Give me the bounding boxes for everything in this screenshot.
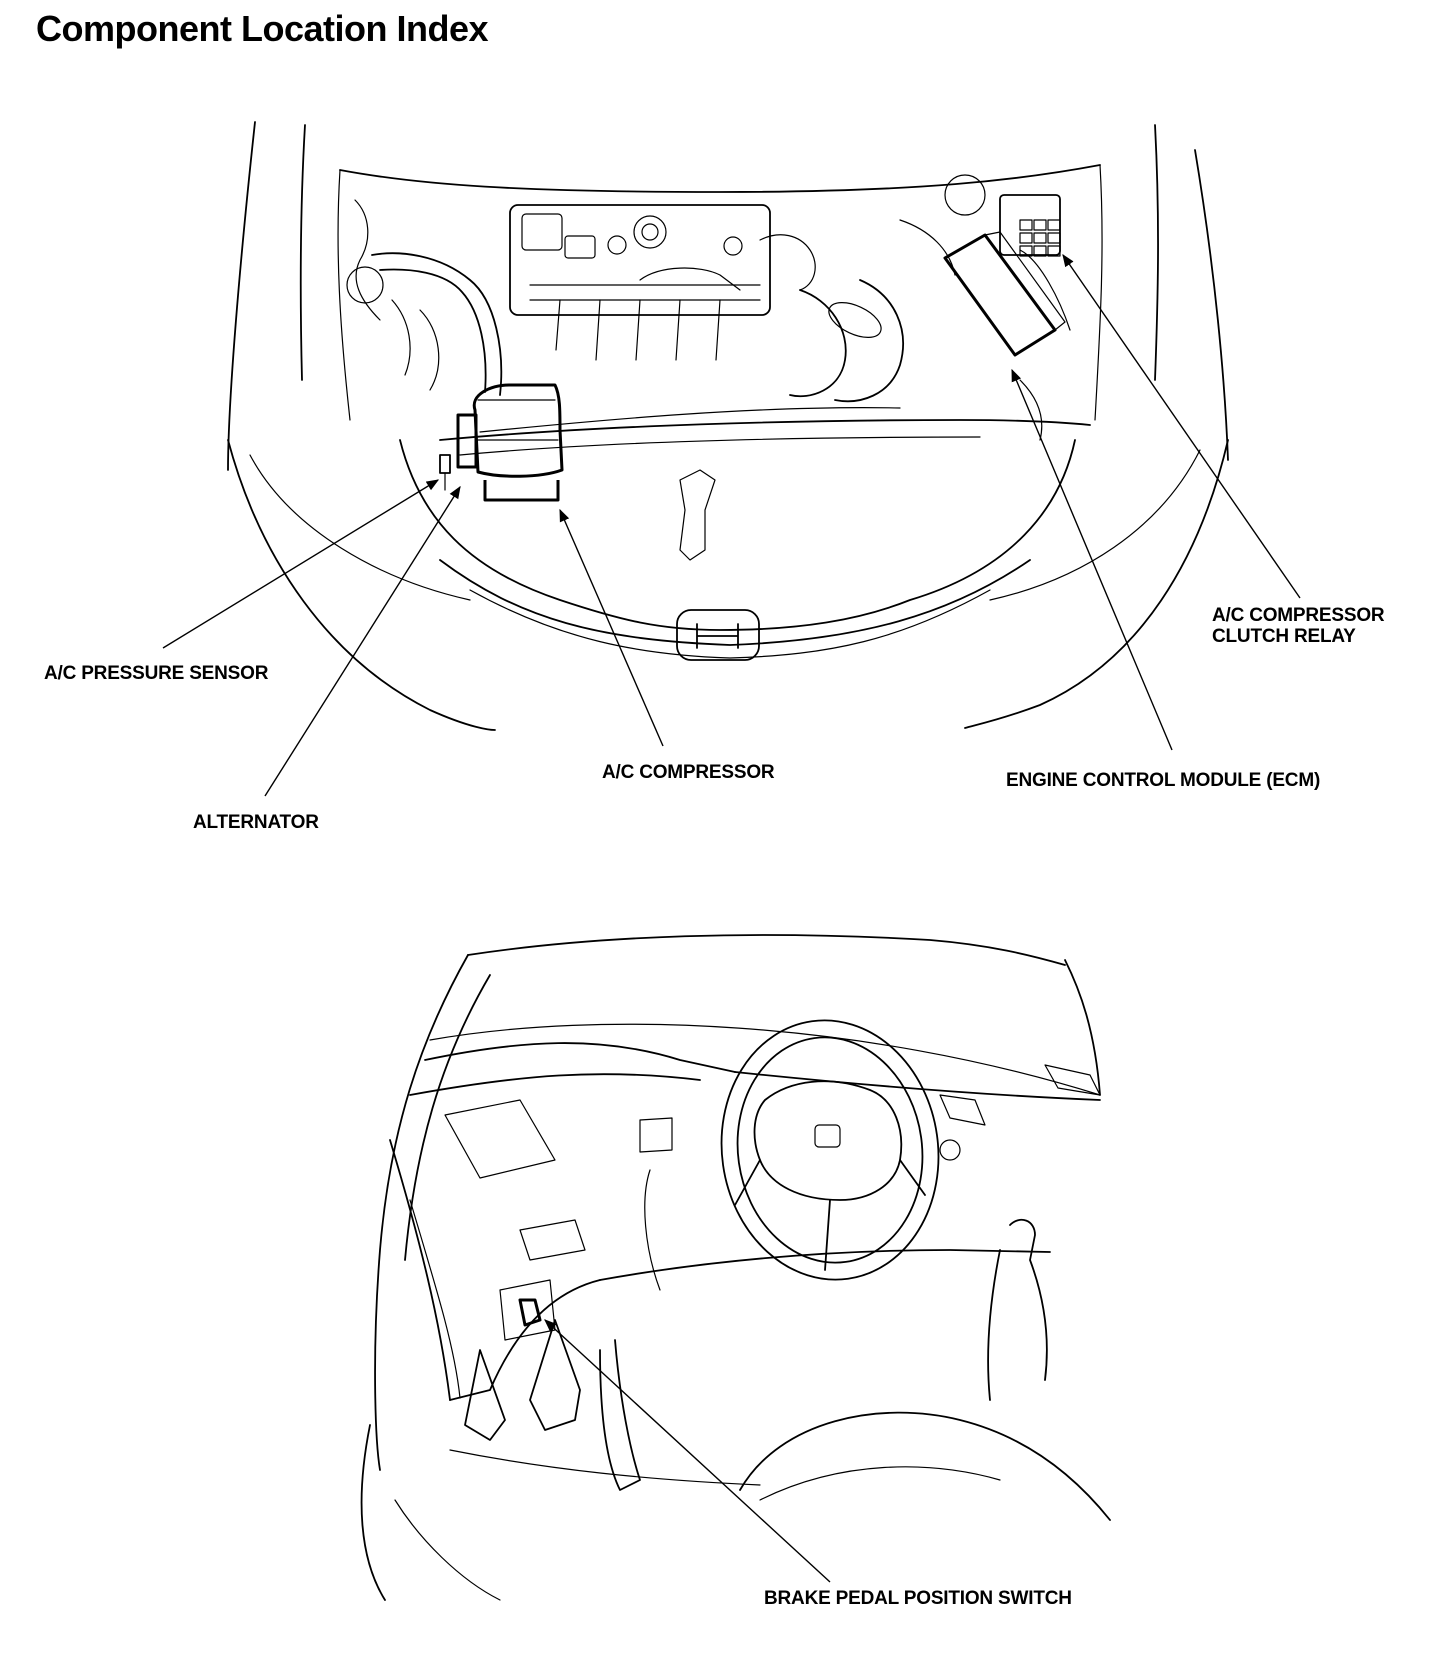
- label-ac-pressure-sensor: A/C PRESSURE SENSOR: [44, 663, 269, 684]
- engine-bay-illustration: [227, 121, 1229, 731]
- leader-ecm: [1011, 368, 1173, 751]
- page-title: Component Location Index: [36, 8, 489, 49]
- label-ac-compressor: A/C COMPRESSOR: [602, 762, 775, 783]
- leader-ac-clutch-relay: [1062, 253, 1301, 599]
- label-brake-pedal-position-switch: BRAKE PEDAL POSITION SWITCH: [764, 1588, 1072, 1609]
- leader-ac-compressor: [559, 508, 664, 747]
- label-engine-control-module: ENGINE CONTROL MODULE (ECM): [1006, 770, 1321, 791]
- cabin-illustration: [360, 934, 1111, 1601]
- leader-brake-pedal-position-switch: [544, 1319, 831, 1583]
- engine-leader-lines: [162, 253, 1301, 797]
- leader-alternator: [264, 485, 461, 797]
- label-alternator: ALTERNATOR: [193, 812, 319, 833]
- label-ac-compressor-clutch-relay: A/C COMPRESSOR CLUTCH RELAY: [1212, 605, 1385, 647]
- cabin-leader-lines: [544, 1319, 831, 1583]
- leader-ac-pressure-sensor: [162, 479, 440, 649]
